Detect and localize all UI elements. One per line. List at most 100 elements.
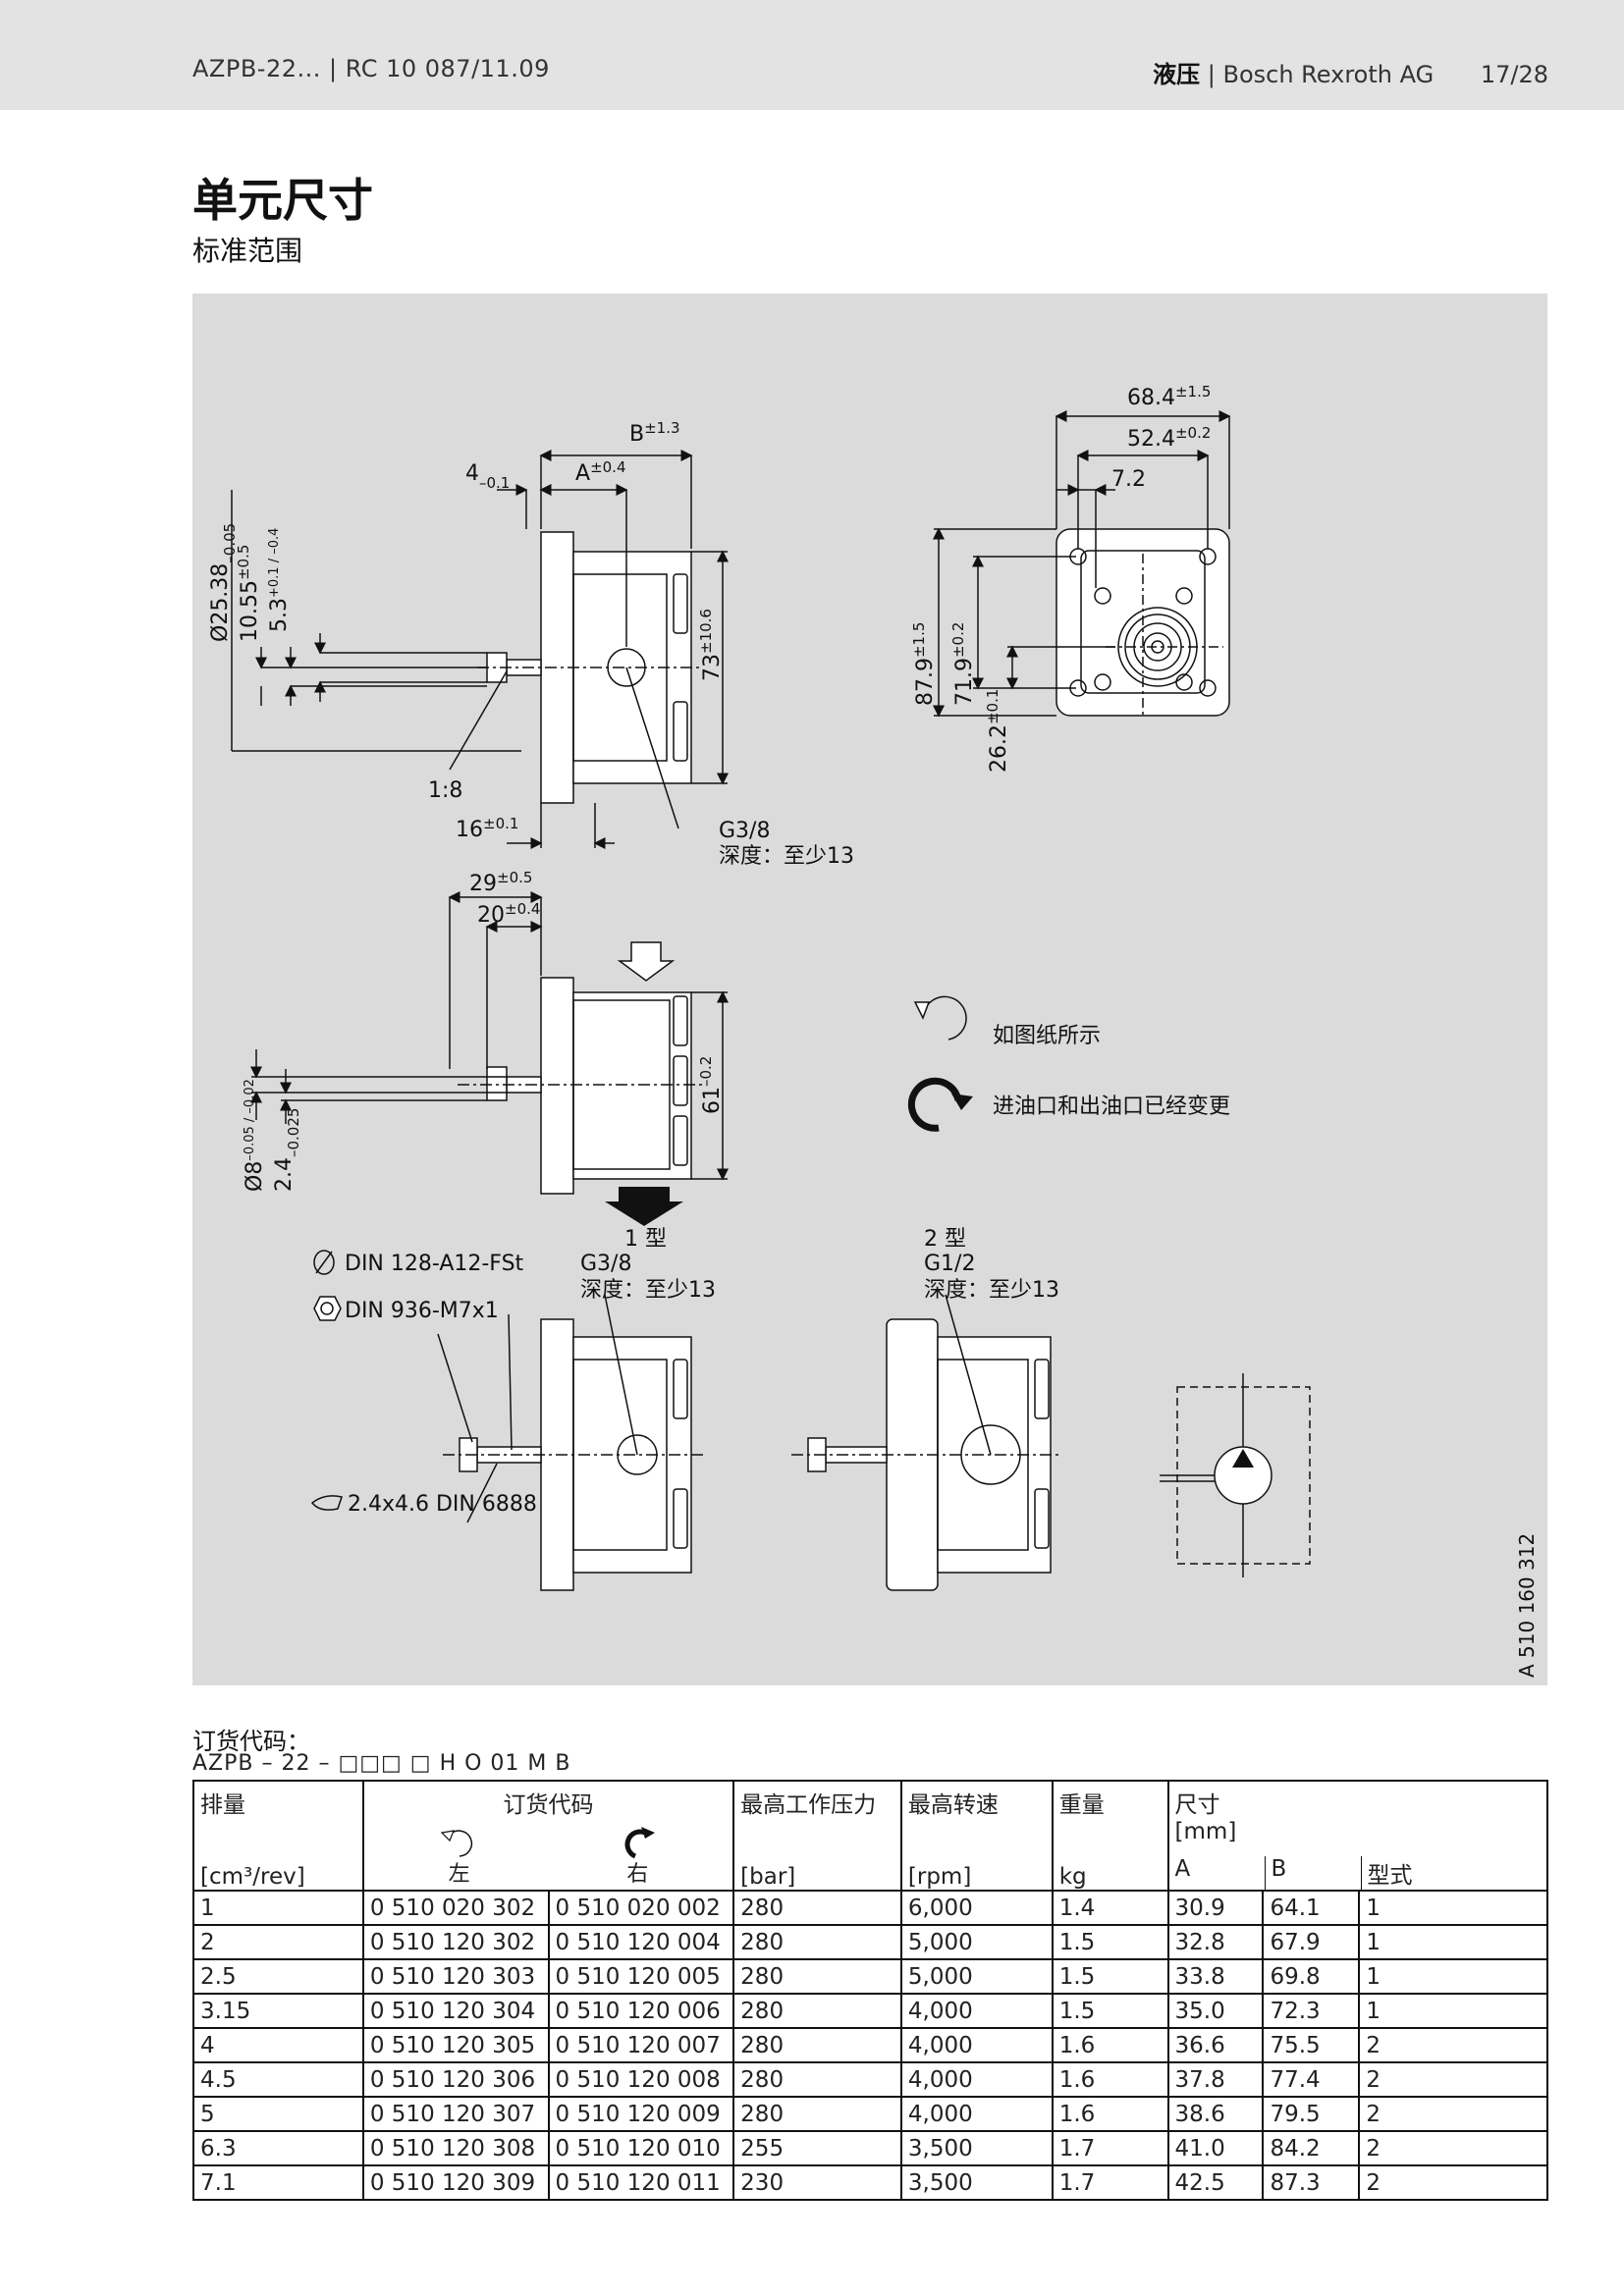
dim-7-2: 7.2 <box>1111 467 1146 492</box>
table-cell: 1.5 <box>1051 1958 1169 1995</box>
table-cell: 1.5 <box>1051 1924 1169 1960</box>
table-cell: 75.5 <box>1262 2027 1361 2063</box>
table-cell: 32.8 <box>1166 1924 1265 1960</box>
pump-symbol-icon <box>1160 1373 1311 1577</box>
table-cell: 4,000 <box>899 2027 1054 2063</box>
ccw-small-icon <box>440 1830 472 1857</box>
header-B: B <box>1264 1856 1361 1890</box>
top-view <box>250 891 729 1195</box>
page-number: 17/28 <box>1480 61 1548 88</box>
table-cell: 4,000 <box>899 2061 1054 2098</box>
table-cell: 77.4 <box>1262 2061 1361 2098</box>
table-cell: 0 510 120 004 <box>547 1924 735 1960</box>
dim-68-4: 68.4±1.5 <box>1127 383 1211 410</box>
table-cell: 1.6 <box>1051 2096 1169 2132</box>
table-cell: 0 510 120 010 <box>547 2130 735 2166</box>
left-label: 左 <box>448 1862 470 1887</box>
table-cell: 69.8 <box>1262 1958 1361 1995</box>
table-cell: 5,000 <box>899 1924 1054 1960</box>
washer-label: DIN 128-A12-FSt <box>345 1252 524 1276</box>
dim-5-3: 5.3+0.1 / –0.4 <box>267 528 292 632</box>
table-cell: 0 510 120 005 <box>547 1958 735 1995</box>
table-cell: 84.2 <box>1262 2130 1361 2166</box>
header-weight-unit: kg <box>1058 1864 1087 1890</box>
port-depth-label: 深度：至少13 <box>719 844 854 869</box>
table-cell: 1.5 <box>1051 1993 1169 2029</box>
table-cell: 4,000 <box>899 2096 1054 2132</box>
dim-52-4: 52.4±0.2 <box>1127 424 1211 452</box>
dim-16: 16±0.1 <box>456 815 518 842</box>
table-cell: 35.0 <box>1166 1993 1265 2029</box>
ccw-column-icon: 左 <box>438 1825 481 1888</box>
table-cell: 30.9 <box>1166 1890 1265 1926</box>
header-weight: 重量 kg <box>1051 1780 1169 1892</box>
front-view <box>933 410 1231 718</box>
table-cell: 36.6 <box>1166 2027 1265 2063</box>
cw-column-icon: 右 <box>616 1825 659 1888</box>
table-cell: 41.0 <box>1166 2130 1265 2166</box>
table-cell: 255 <box>732 2130 902 2166</box>
header-speed-unit: [rpm] <box>907 1864 972 1890</box>
type2-view <box>791 1294 1061 1591</box>
table-cell: 0 510 120 305 <box>361 2027 550 2063</box>
dim-A: A±0.4 <box>575 458 626 486</box>
cw-label: 进油口和出油口已经变更 <box>993 1095 1230 1119</box>
table-cell: 0 510 120 009 <box>547 2096 735 2132</box>
category-label: 液压 <box>1153 61 1201 88</box>
page-header: AZPB-22... | RC 10 087/11.09 液压 | Bosch … <box>0 0 1624 110</box>
key-icon <box>310 1495 343 1511</box>
table-cell: 0 510 120 011 <box>547 2164 735 2201</box>
washer-icon <box>313 1250 335 1275</box>
table-header-row: 排量 [cm³/rev] 订货代码 左 右 <box>192 1780 1549 1892</box>
dim-B: B±1.3 <box>629 419 680 447</box>
header-dimensions: 尺寸 [mm] A B 型式 <box>1166 1780 1549 1892</box>
dim-87-9: 87.9±1.5 <box>910 622 938 706</box>
table-cell: 280 <box>732 1958 902 1995</box>
table-cell: 0 510 020 302 <box>361 1890 550 1926</box>
table-cell: 3.15 <box>192 1993 364 2029</box>
table-cell: 0 510 120 308 <box>361 2130 550 2166</box>
table-cell: 4,000 <box>899 1993 1054 2029</box>
table-cell: 280 <box>732 2096 902 2132</box>
technical-drawing: B±1.3 4–0.1 A±0.4 Ø25.38–0.05 10.55±0.5 … <box>208 383 1539 1678</box>
dim-4: 4–0.1 <box>465 461 510 492</box>
header-dimensions-unit: [mm] <box>1174 1819 1237 1844</box>
table-cell: 230 <box>732 2164 902 2201</box>
type1-depth: 深度：至少13 <box>580 1278 716 1303</box>
dim-d8: Ø8–0.05 / –0.02 <box>243 1079 267 1192</box>
table-cell: 280 <box>732 1993 902 2029</box>
header-displacement: 排量 [cm³/rev] <box>192 1780 364 1892</box>
dimension-subheaders: A B 型式 <box>1169 1856 1546 1890</box>
header-order-code-label: 订货代码 <box>503 1792 594 1818</box>
table-cell: 0 510 120 309 <box>361 2164 550 2201</box>
dim-26-2: 26.2±0.1 <box>984 689 1011 773</box>
dim-61: 61–0.2 <box>697 1056 725 1114</box>
table-cell: 0 510 120 008 <box>547 2061 735 2098</box>
table-cell: 0 510 120 302 <box>361 1924 550 1960</box>
header-dimensions-label: 尺寸 <box>1174 1792 1220 1818</box>
table-cell: 3,500 <box>899 2164 1054 2201</box>
table-cell: 6.3 <box>192 2130 364 2166</box>
dimension-labels: B±1.3 4–0.1 A±0.4 Ø25.38–0.05 10.55±0.5 … <box>208 383 1539 1678</box>
dim-20: 20±0.4 <box>477 900 540 928</box>
type2-port: G1/2 <box>924 1252 975 1276</box>
taper-label: 1:8 <box>428 778 462 803</box>
cw-small-icon <box>624 1827 656 1859</box>
table-cell: 280 <box>732 1890 902 1926</box>
company-name: | Bosch Rexroth AG <box>1207 61 1435 88</box>
table-cell: 6,000 <box>899 1890 1054 1926</box>
header-right: 液压 | Bosch Rexroth AG 17/28 <box>1153 55 1548 89</box>
table-cell: 2 <box>1358 2164 1548 2201</box>
table-cell: 38.6 <box>1166 2096 1265 2132</box>
table-cell: 0 510 120 006 <box>547 1993 735 2029</box>
table-cell: 0 510 120 303 <box>361 1958 550 1995</box>
port-label: G3/8 <box>719 819 770 843</box>
type2-title: 2 型 <box>924 1227 966 1252</box>
table-cell: 0 510 120 007 <box>547 2027 735 2063</box>
spec-table: 排量 [cm³/rev] 订货代码 左 右 <box>192 1780 1549 2201</box>
